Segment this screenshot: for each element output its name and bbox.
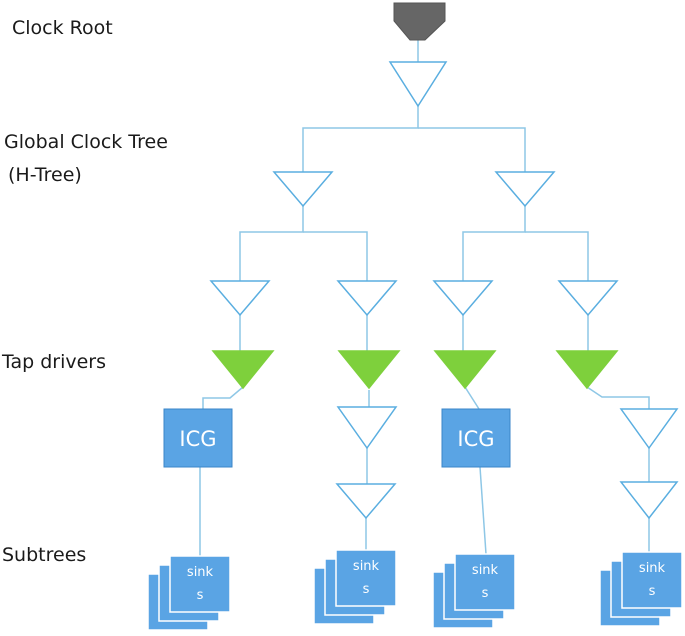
sink-stack: sink s [313, 549, 397, 625]
sink-stack: sink s [599, 551, 683, 627]
wire-level2-left-b [303, 231, 368, 281]
wire-htree-left [302, 106, 419, 172]
sink-label: s [482, 586, 489, 601]
global-buffer [209, 280, 271, 317]
wire-level2-right-a [462, 206, 526, 281]
wire-level2-right-b [525, 231, 589, 281]
sink-label: sink [472, 563, 499, 578]
icg-block: ICG [441, 408, 511, 468]
sink-label: sink [639, 561, 666, 576]
tap-drivers-label: Tap drivers [2, 351, 106, 373]
wire-tap3-to-icg [464, 386, 480, 410]
global-buffer [272, 171, 334, 208]
sink-label: s [197, 588, 204, 603]
sink-label: s [649, 584, 656, 599]
sink-stack: sink s [147, 555, 231, 631]
global-buffer [494, 171, 556, 208]
tap-driver [337, 350, 401, 390]
sink-box [335, 549, 397, 607]
tap-driver [555, 350, 619, 390]
subtree-buffer [336, 406, 398, 450]
global-clock-tree-label: Global Clock Tree [4, 131, 168, 153]
subtrees-label: Subtrees [2, 544, 87, 566]
subtree-buffer [619, 408, 679, 450]
sink-box [621, 551, 683, 609]
wire-tap4-to-buffer [586, 386, 650, 409]
icg-box [163, 408, 233, 468]
global-buffer [336, 280, 398, 317]
sink-box [454, 553, 516, 611]
sink-stack: sink s [432, 553, 516, 629]
global-buffer [388, 61, 448, 108]
global-buffer [557, 280, 619, 317]
sink-label: sink [187, 565, 214, 580]
tap-driver [211, 350, 275, 390]
h-tree-label: (H-Tree) [8, 164, 82, 186]
clock-root-label: Clock Root [12, 17, 113, 39]
icg-block: ICG [163, 408, 233, 468]
icg-label: ICG [179, 427, 216, 451]
subtree-buffer [619, 481, 679, 520]
icg-box [441, 408, 511, 468]
wire-htree-right [418, 127, 526, 172]
tap-driver [433, 350, 497, 390]
subtree-buffer [335, 483, 397, 520]
sink-label: sink [353, 559, 380, 574]
wire-icg-to-sinks [479, 466, 487, 555]
sink-box [169, 555, 231, 613]
wire-tap1-to-icg [202, 386, 244, 409]
sink-label: s [363, 582, 370, 597]
global-buffer [432, 280, 494, 317]
icg-label: ICG [457, 427, 494, 451]
wire-level2-left-a [239, 206, 304, 281]
clock-root-source [393, 2, 446, 41]
